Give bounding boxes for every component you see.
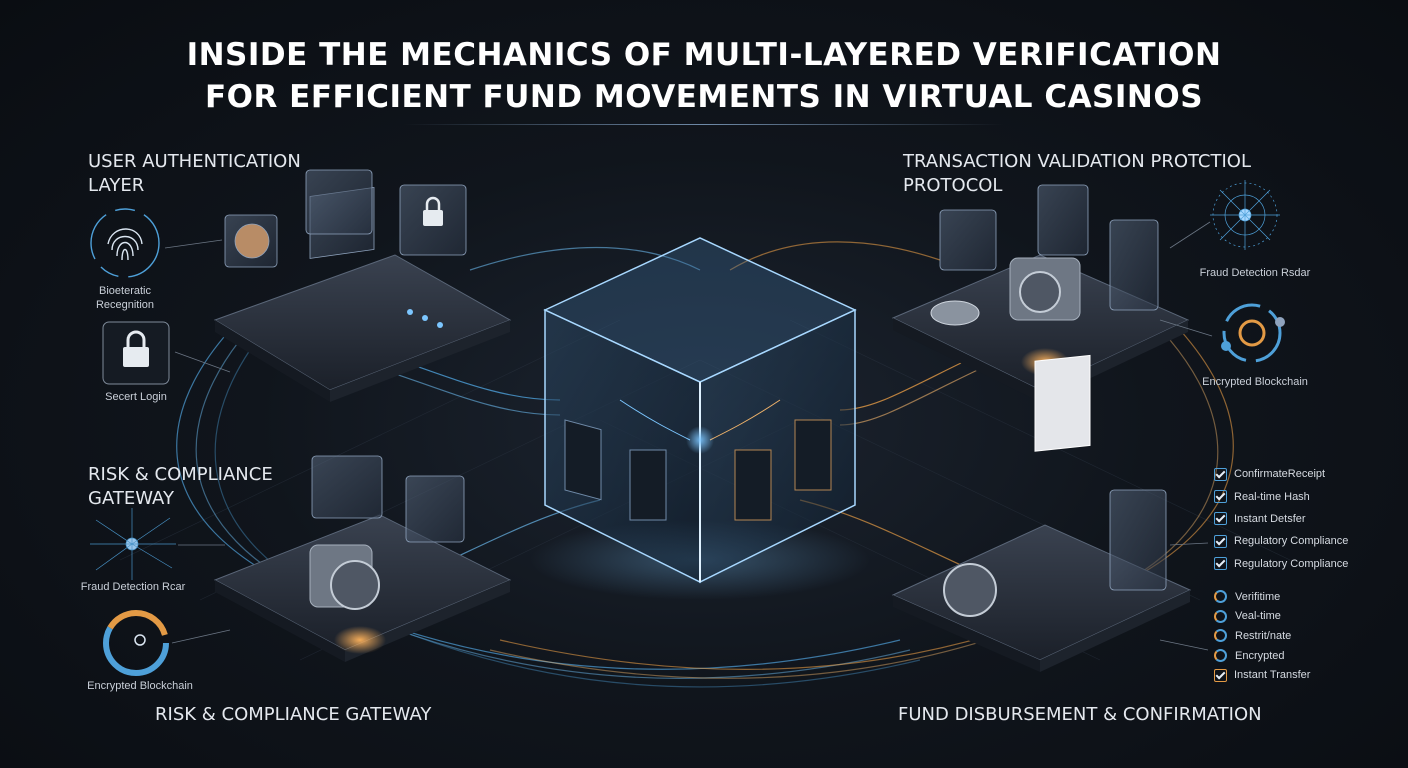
checkbox-icon [1214,557,1227,571]
section-risk-compliance: RISK & COMPLIANCE GATEWAY [88,463,273,511]
list-item: Real-time Hash [1214,485,1348,507]
blockchain-left-label: Encrypted Blockchain [87,680,193,692]
blockchain-right-label: Encrypted Blockchain [1202,376,1308,388]
floating-panels [224,169,1167,591]
list-item-label: Verifitime [1235,590,1281,603]
title-line-1: INSIDE THE MECHANICS OF MULTI-LAYERED VE… [186,37,1222,73]
section-label: LAYER [88,175,145,196]
status-list: Verifitime Veal-time Restrit/nate Encryp… [1214,587,1310,685]
fraud-radar-right-label: Fraud Detection Rsdar [1199,267,1311,279]
section-label: USER AUTHENTICATION [88,151,301,172]
section-fund-disbursement: FUND DISBURSEMENT & CONFIRMATION [898,704,1262,725]
title-divider [404,124,1004,125]
section-transaction-validation: TRANSACTION VALIDATION PROTCTIOL PROTOCO… [903,150,1251,198]
panel-lock-icon [423,196,443,226]
list-item-label: Regulatory Compliance [1234,557,1349,570]
fraud-radar-left-label: Fraud Detection Rcar [80,581,186,593]
secure-login-label: Secert Login [105,391,167,403]
list-item-label: Regulatory Compliance [1234,535,1349,548]
checkbox-icon [1214,534,1227,548]
checkbox-icon [1214,467,1227,481]
list-item-label: Restrit/nate [1235,629,1292,642]
section-risk-compliance-footer: RISK & COMPLIANCE GATEWAY [155,704,432,725]
section-label: GATEWAY [88,488,174,509]
label-line: Recegnition [95,299,155,311]
confirmation-checklist: ConfirmateReceipt Real-time Hash Instant… [1214,463,1348,575]
section-user-authentication: USER AUTHENTICATION LAYER [88,150,301,198]
status-ring-icon [1214,590,1227,604]
checkbox-icon [1214,512,1227,526]
label-line: Bioeteratic [99,285,151,297]
list-item: Restrit/nate [1214,626,1310,646]
list-item: Regulatory Compliance [1214,530,1348,552]
page-title: INSIDE THE MECHANICS OF MULTI-LAYERED VE… [0,34,1408,118]
list-item: ConfirmateReceipt [1214,463,1348,485]
list-item-label: ConfirmateReceipt [1234,468,1326,481]
platform-risk [213,514,512,662]
list-item: Veal-time [1214,607,1310,627]
list-item-label: Encrypted [1235,649,1285,662]
title-line-2: FOR EFFICIENT FUND MOVEMENTS IN VIRTUAL … [204,79,1204,115]
callout-lines [164,221,1213,651]
radar-icon-left [90,508,176,580]
checkbox-icon [1214,668,1227,682]
checkbox-icon [1214,490,1227,504]
list-item: Instant Detsfer [1214,508,1348,530]
blockchain-icon-right [1221,303,1285,363]
list-item: Instant Transfer [1214,665,1310,685]
radar-icon-right [1210,180,1280,250]
blockchain-icon-left [103,610,169,676]
list-item: Verifitime [1214,587,1310,607]
list-item-label: Instant Transfer [1234,669,1311,682]
list-item-label: Veal-time [1235,610,1281,623]
list-item-label: Instant Detsfer [1234,512,1306,525]
biometric-recognition-label: Bioeteratic Recegnition [80,284,170,312]
secure-login-lock-icon [102,321,170,385]
central-verification-cube [530,237,870,600]
status-ring-icon [1214,649,1227,663]
list-item: Encrypted [1214,646,1310,666]
fingerprint-icon [90,208,160,278]
list-item-label: Real-time Hash [1234,490,1310,503]
status-ring-icon [1214,609,1227,623]
section-label: PROTOCOL [903,175,1003,196]
list-item: Regulatory Compliance [1214,553,1348,575]
status-ring-icon [1214,629,1227,643]
section-label: TRANSACTION VALIDATION PROTCTIOL [903,151,1252,172]
section-label: RISK & COMPLIANCE [88,464,273,485]
